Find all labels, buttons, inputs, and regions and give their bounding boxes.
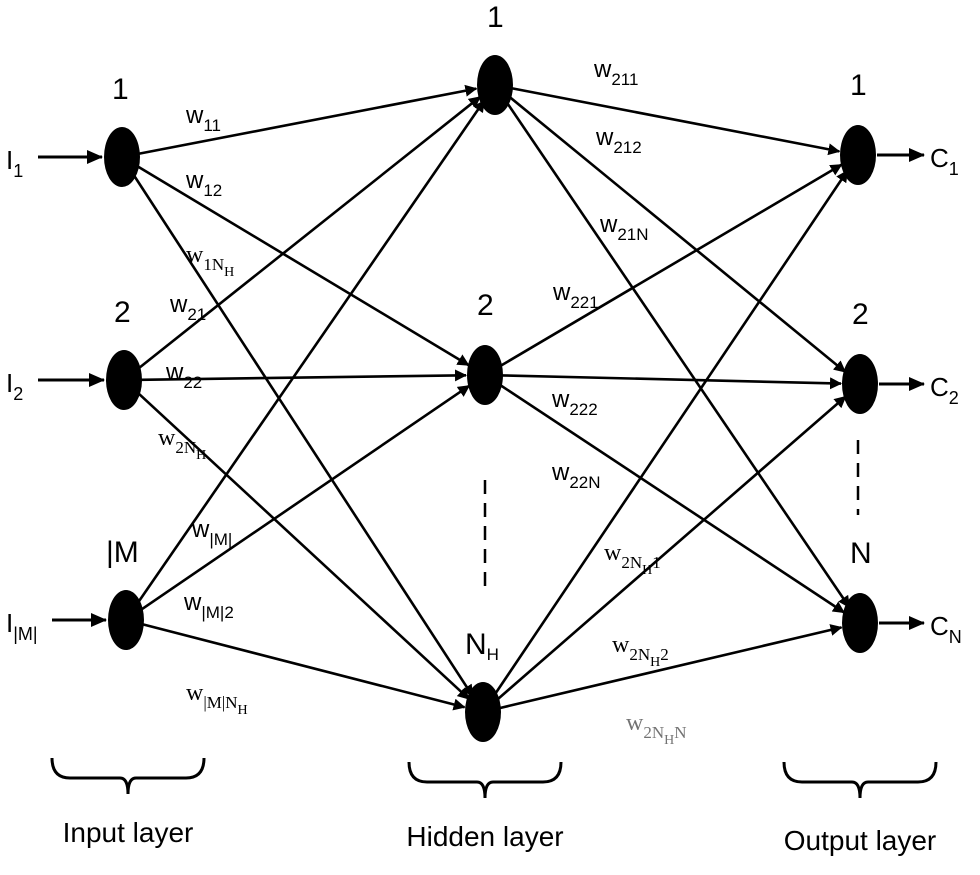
neuron-i1 (104, 127, 140, 187)
weight-label-h2-oN: w22N (551, 459, 601, 492)
brace-output (782, 761, 938, 799)
output-label-o2: C2 (930, 372, 959, 408)
weight-label-i1-hN: w1NH (186, 242, 234, 280)
node-number-h1: 1 (487, 1, 504, 34)
connection-edges (130, 84, 851, 711)
node-number-i1: 1 (112, 73, 129, 106)
edge-h1-o1 (511, 86, 841, 156)
node-number-oN: N (850, 537, 872, 570)
edge-h1-o2 (507, 94, 847, 373)
weight-label-h2-o1: w221 (552, 279, 599, 312)
edge-i1-h2 (135, 164, 470, 367)
weight-label-iM-hN: w|M|NH (186, 680, 248, 718)
weight-label-iM-h1: w|M| (191, 516, 232, 549)
io-arrows (38, 148, 925, 630)
weight-label-i2-h2: w22 (165, 359, 202, 392)
weight-label-hN-o2: w2NH2 (612, 632, 669, 670)
edge-iM-hN (142, 622, 466, 711)
weight-label-i1-h1: w11 (185, 102, 221, 135)
input-label-i2: I2 (6, 368, 23, 404)
brace-input (50, 757, 206, 795)
neuron-nodes (104, 55, 878, 742)
neuron-o2 (842, 354, 878, 414)
edge-i1-h1 (138, 84, 478, 156)
edge-hN-o2 (494, 395, 847, 702)
edge-h2-o2 (501, 374, 843, 390)
layer-label-input: Input layer (63, 817, 194, 848)
weight-label-i2-h1: w21 (169, 291, 206, 324)
neuron-o1 (840, 125, 876, 185)
neuron-i2 (106, 350, 142, 410)
weight-label-h1-o2: w212 (595, 124, 642, 157)
edge-i2-h1 (136, 95, 481, 371)
weight-label-i2-hN: w2NH (158, 425, 206, 463)
node-number-h2: 2 (477, 289, 494, 322)
neuron-oN (842, 593, 878, 653)
node-number-i2: 2 (114, 296, 131, 329)
weight-label-h1-oN: w21N (599, 211, 649, 244)
edge-iM-h2 (139, 384, 471, 612)
input-label-i1: I1 (6, 145, 23, 181)
edge-h2-oN (498, 383, 845, 614)
node-number-hN: NH (465, 628, 499, 664)
layer-label-hidden: Hidden layer (406, 821, 563, 852)
node-number-iM: |M (106, 536, 139, 569)
neuron-h2 (467, 345, 503, 405)
edge-hN-oN (499, 624, 843, 710)
edge-hN-o1 (491, 169, 849, 699)
neuron-h1 (477, 55, 513, 115)
neuron-iM (108, 590, 144, 650)
edge-h2-o1 (498, 163, 843, 368)
edge-i1-hN (130, 170, 474, 697)
output-label-o1: C1 (930, 143, 959, 179)
weight-label-hN-oN: w2NHN (626, 710, 687, 748)
layer-label-output: Output layer (784, 825, 937, 856)
neuron-hN (465, 682, 501, 742)
input-label-iM: I|M| (6, 608, 38, 644)
weight-label-iM-h2: w|M|2 (183, 589, 234, 622)
weight-label-h1-o1: w211 (593, 56, 638, 89)
weight-label-i1-h2: w12 (185, 167, 222, 200)
weight-label-hN-o1: w2NH1 (604, 540, 661, 578)
edge-i2-h2 (140, 369, 468, 382)
weight-label-h2-o2: w222 (551, 386, 598, 419)
node-number-o2: 2 (852, 298, 869, 331)
edge-iM-h1 (134, 99, 486, 607)
output-label-oN: CN (930, 611, 962, 647)
edge-i2-hN (135, 390, 470, 701)
node-number-o1: 1 (850, 69, 867, 102)
brace-hidden (407, 761, 563, 799)
edge-h1-oN (503, 98, 851, 609)
